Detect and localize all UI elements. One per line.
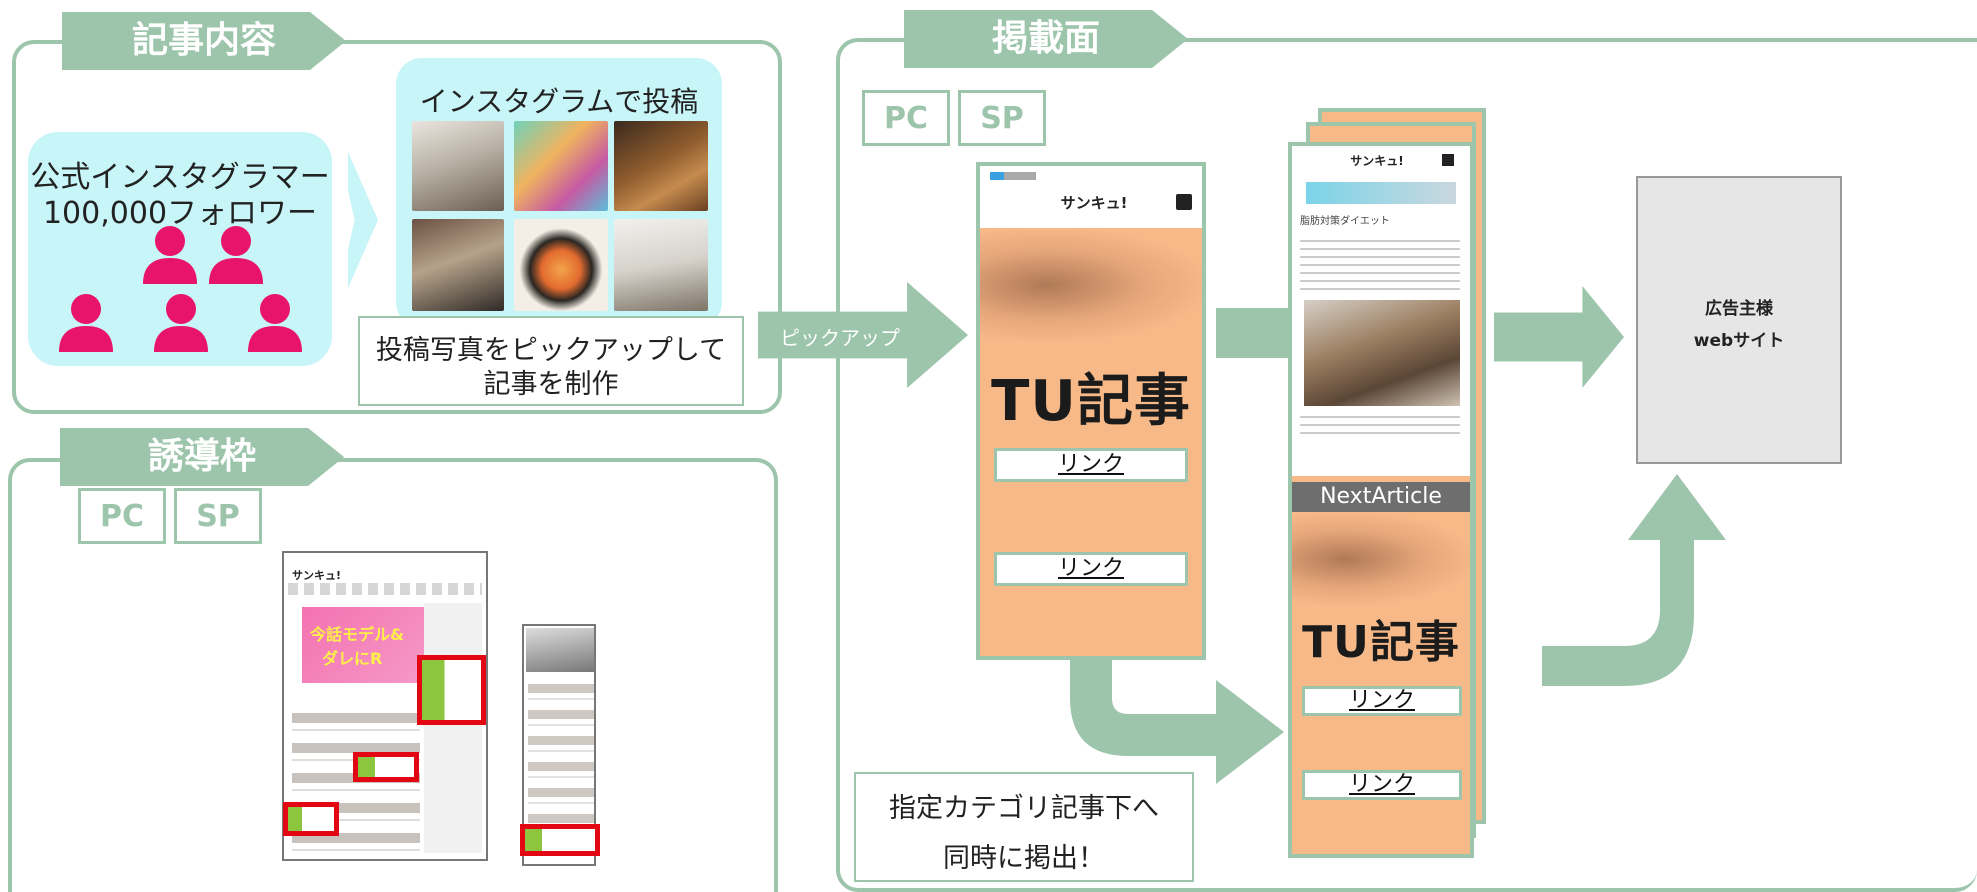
tu-link-1[interactable]: リンク <box>994 448 1188 482</box>
pickup-note-box <box>358 316 744 406</box>
pc-mock-nav <box>288 583 482 595</box>
sp-article-phone: サンキュ! TU記事 リンク リンク <box>976 162 1206 660</box>
followers-icon-group <box>59 226 302 352</box>
stacked-cat-photo <box>1304 300 1460 406</box>
pc-guide-slot-middle <box>353 752 419 782</box>
pc-guide-slot-sidebar <box>417 655 486 725</box>
stacked-phone-header: サンキュ! <box>1292 146 1470 176</box>
person-icon <box>209 226 263 284</box>
guide-pc-chip: PC <box>78 488 166 544</box>
pickup-note-line1: 投稿写真をピックアップして <box>375 335 727 366</box>
pickup-arrow-label: ピックアップ <box>780 326 900 350</box>
pickup-note-line2: 記事を制作 <box>483 369 619 400</box>
pc-mock-logo: サンキュ! <box>292 569 342 582</box>
stacked-banner <box>1306 182 1456 204</box>
stacked-link-1[interactable]: リンク <box>1302 686 1462 716</box>
photo-pan-dish <box>514 219 608 311</box>
stacked-tu-title: TU記事 <box>1302 617 1460 668</box>
stacked-headline: 脂肪対策ダイエット <box>1300 216 1390 227</box>
article-content-tab: 記事内容 <box>62 12 346 70</box>
pc-mock-banner: 今話モデル& ダレにR <box>302 607 430 683</box>
up-curved-arrow <box>1542 474 1726 686</box>
guide-frame-tab: 誘導枠 <box>60 428 344 486</box>
phone-status-bar <box>990 172 1036 180</box>
photo-room <box>412 219 504 311</box>
advertiser-label-1: 広告主様 <box>1705 299 1773 319</box>
photo-kitchen <box>412 121 504 211</box>
phone-logo: サンキュ! <box>1060 194 1128 212</box>
person-icon <box>154 294 208 352</box>
stacked-text-lines-2 <box>1300 416 1460 436</box>
sp-mock-article-list <box>528 684 594 844</box>
category-note-line1: 指定カテゴリ記事下へ <box>889 793 1159 824</box>
influencer-label-1: 公式インスタグラマー <box>30 160 330 195</box>
pc-mock-banner-text1: 今話モデル& <box>310 625 404 644</box>
instagram-title: インスタグラムで投稿 <box>419 85 699 118</box>
pc-mock-banner-text2: ダレにR <box>322 649 383 668</box>
sp-mock-header-photo <box>526 628 594 672</box>
placement-pc-chip: PC <box>862 90 950 146</box>
photo-bread <box>614 121 708 211</box>
guide-sp-chip: SP <box>174 488 262 544</box>
sp-guide-slot <box>520 824 600 856</box>
photo-interior <box>614 219 708 311</box>
pc-guide-slot-bottom <box>283 802 339 836</box>
tu-link-2[interactable]: リンク <box>994 552 1188 586</box>
influencer-label-2: 100,000フォロワー <box>42 196 318 231</box>
feed-arrow <box>1216 308 1296 358</box>
down-right-curved-arrow <box>1070 660 1284 784</box>
search-icon <box>1176 194 1192 210</box>
stacked-text-lines <box>1300 240 1460 290</box>
advertiser-label-2: webサイト <box>1693 331 1785 351</box>
advertiser-website-box <box>1636 176 1842 464</box>
tu-article-title: TU記事 <box>991 369 1191 434</box>
photo-snacks <box>514 121 608 211</box>
category-note-box <box>854 772 1194 882</box>
stacked-hero-photo <box>1292 514 1470 604</box>
phone-hero-photo <box>980 230 1202 340</box>
stacked-phone-logo: サンキュ! <box>1350 154 1404 168</box>
stacked-article-body: 脂肪対策ダイエット <box>1292 176 1470 476</box>
search-icon <box>1442 154 1454 166</box>
stacked-link-2[interactable]: リンク <box>1302 770 1462 800</box>
next-article-bar[interactable]: NextArticle <box>1292 482 1470 512</box>
phone-header: サンキュ! <box>980 166 1202 228</box>
person-icon <box>59 294 113 352</box>
stacked-phone-front: サンキュ! 脂肪対策ダイエット NextArticle TU記事 リンク リンク <box>1288 142 1474 858</box>
placement-sp-chip: SP <box>958 90 1046 146</box>
pc-site-mockup: サンキュ! 今話モデル& ダレにR <box>282 551 488 861</box>
person-icon <box>143 226 197 284</box>
category-note-line2: 同時に掲出！ <box>943 843 1105 874</box>
person-icon <box>248 294 302 352</box>
pc-mock-sidebar <box>424 603 482 853</box>
placement-tab: 掲載面 <box>904 10 1188 68</box>
